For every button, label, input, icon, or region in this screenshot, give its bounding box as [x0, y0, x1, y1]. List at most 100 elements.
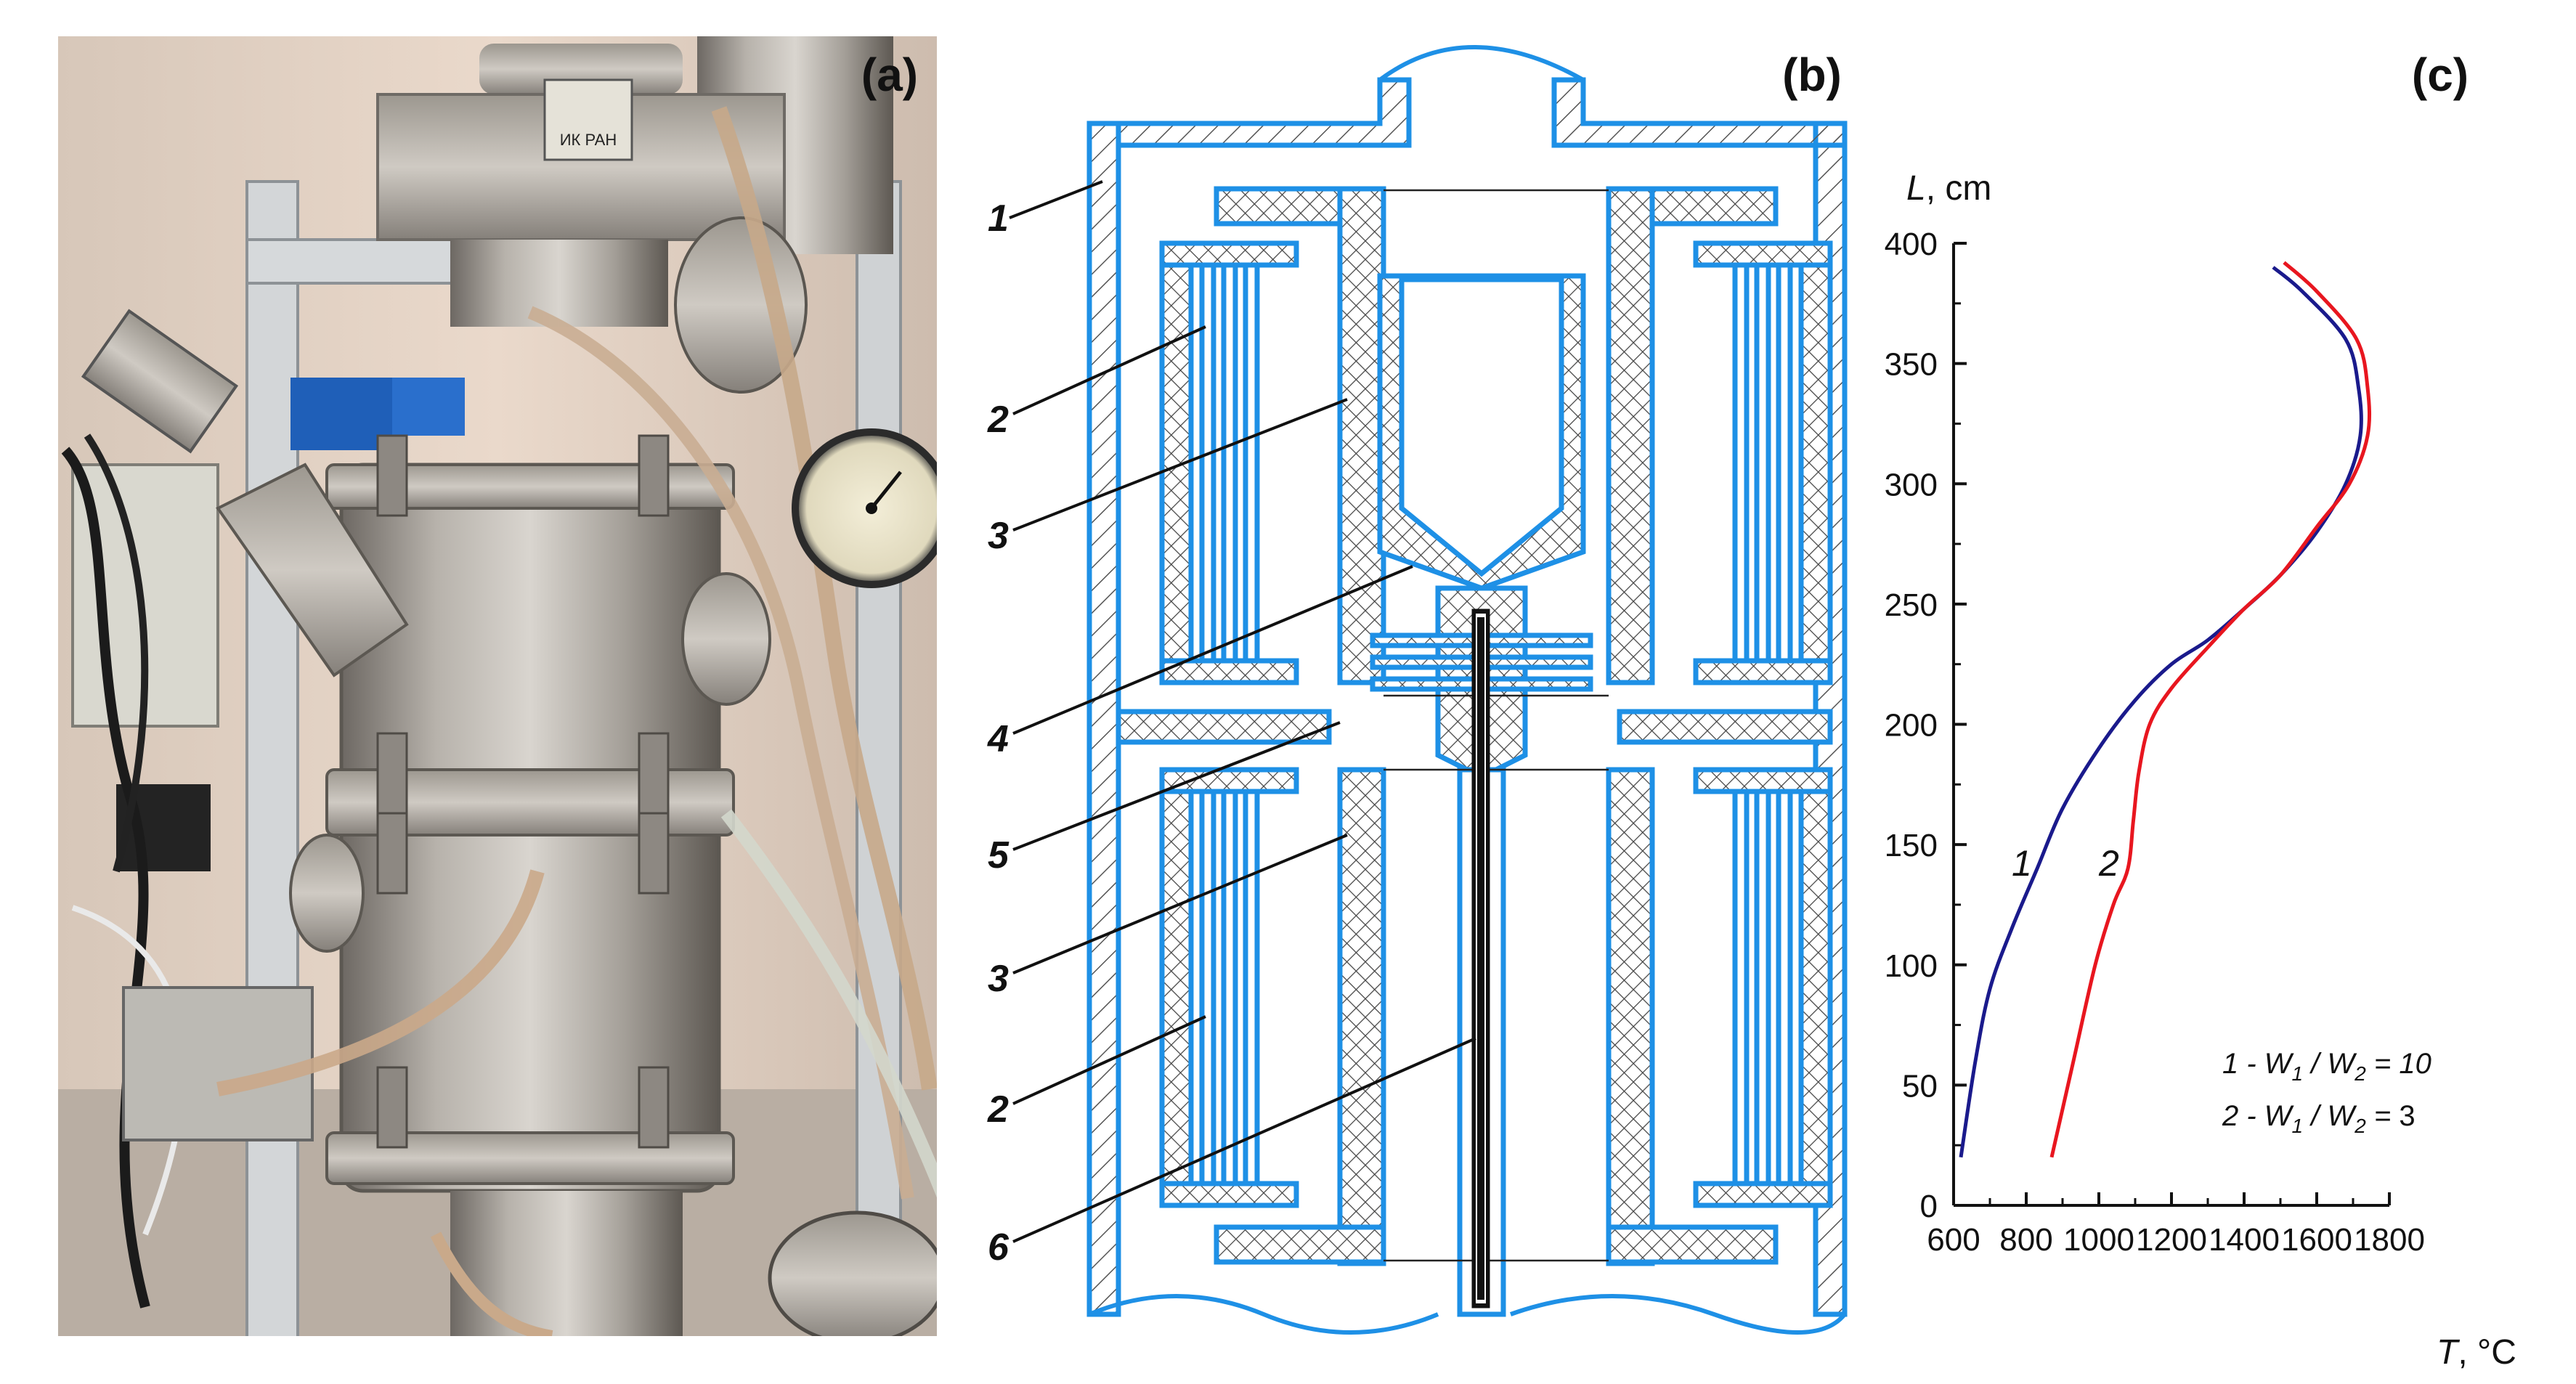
heater-element [1754, 262, 1771, 664]
heater-cap [1693, 658, 1833, 685]
callout-2b: 2 [987, 1088, 1009, 1131]
x-tick-label: 1200 [2136, 1222, 2207, 1258]
clamps [376, 434, 670, 1149]
heater-cap [1159, 767, 1299, 794]
plate-text: ИК РАН [560, 131, 617, 149]
panel-a-label: (a) [861, 49, 918, 101]
callout-2: 2 [987, 399, 1009, 441]
casing-wall-left [1086, 121, 1121, 1317]
callout-5: 5 [988, 834, 1009, 876]
break-line-bottom [1088, 1294, 1439, 1335]
x-tick-label: 1000 [2063, 1222, 2134, 1258]
gauge-hub [866, 502, 877, 514]
legend-entry-1: 1 - W1 / W2 = 10 [2222, 1048, 2431, 1085]
schematic-body [1086, 45, 1848, 1335]
curve-label-1: 1 [2012, 843, 2032, 884]
break-line-bottom [1509, 1294, 1847, 1335]
y-axis-var: L [1906, 169, 1926, 208]
callout-6: 6 [988, 1226, 1009, 1269]
angled-port [216, 463, 409, 677]
heat-shield-bottom [1214, 1224, 1386, 1265]
hose [216, 869, 545, 1096]
callout-numbers: 1 2 3 4 5 3 2 6 [987, 198, 1009, 1269]
callout-3b: 3 [988, 958, 1009, 1000]
frame-beam [245, 238, 466, 285]
x-axis-var: T [2437, 1333, 2461, 1372]
heater-2-upper-right [1798, 240, 1833, 685]
series-line-2 [2049, 261, 2372, 1158]
callout-1: 1 [988, 198, 1009, 240]
heater-element [1243, 789, 1260, 1186]
y-tick-label: 200 [1885, 708, 1938, 744]
heater-element [1732, 789, 1750, 1186]
legend-entry-2: 2 - W1 / W2 = 3 [2222, 1100, 2415, 1137]
thermocouple-wire [1477, 617, 1484, 1300]
heater-element [1221, 262, 1238, 664]
casing-top-left [1089, 77, 1412, 148]
x-tick-label: 1800 [2354, 1222, 2425, 1258]
curve-label-2: 2 [2098, 843, 2119, 884]
crucible-cavity [1399, 277, 1564, 577]
junction-box [122, 986, 314, 1141]
x-axis-unit: , °C [2458, 1333, 2516, 1372]
x-axis-label: T, °C [2437, 1333, 2516, 1372]
hose [720, 809, 951, 1201]
leader-lines [1009, 180, 1476, 1243]
break-line-top [1378, 45, 1585, 82]
heater-element [1732, 262, 1750, 664]
heater-element [1199, 789, 1216, 1186]
heater-element [1776, 262, 1793, 664]
furnace-photo: ИК РАН [0, 0, 959, 1384]
y-tick-label: 100 [1885, 948, 1938, 984]
bottom-neck [450, 1191, 683, 1336]
hose [430, 1232, 553, 1342]
heater-cap [1693, 240, 1833, 268]
y-tick-label: 50 [1902, 1068, 1938, 1104]
panel-b-schematic: 1 2 3 4 5 3 2 6 (b) [959, 0, 1881, 1384]
panel-b-label: (b) [1782, 49, 1842, 101]
blue-clamp [392, 378, 465, 436]
x-tick-label: 1600 [2281, 1222, 2352, 1258]
temperature-profile-chart: (c) L, cm T, °C 050100150200250300350400… [1885, 49, 2516, 1372]
y-axis-unit: , cm [1926, 169, 1992, 208]
callout-4: 4 [987, 718, 1009, 760]
y-tick-label: 300 [1885, 467, 1938, 502]
callout-3: 3 [988, 515, 1009, 557]
y-tick-label: 250 [1885, 587, 1938, 623]
side-port-upper [674, 216, 808, 394]
heater-element [1221, 789, 1238, 1186]
heater-element [1776, 789, 1793, 1186]
heat-shield-bottom [1606, 1224, 1779, 1265]
heater-element [1243, 262, 1260, 664]
valve [81, 309, 239, 454]
x-tick-label: 800 [1999, 1222, 2052, 1258]
heater-element [1754, 789, 1771, 1186]
hose [711, 106, 938, 1091]
series-line-1 [1959, 266, 2363, 1158]
vessel-flange [325, 768, 735, 836]
heater-cap [1159, 1181, 1299, 1208]
x-tick-label: 600 [1927, 1222, 1980, 1258]
diaphragm-5-right [1617, 709, 1833, 745]
panel-a-photo: ИК РАН [0, 0, 959, 1384]
heater-2-lower-left [1159, 767, 1194, 1208]
heater-element [1199, 262, 1216, 664]
y-tick-label: 400 [1885, 227, 1938, 262]
thin-lines [1384, 189, 1609, 1262]
frame-post-left [245, 180, 299, 1345]
heater-cap [1693, 1181, 1833, 1208]
insulation-3-lower-right [1606, 767, 1655, 1266]
vessel-flange [325, 1131, 735, 1185]
insulation-3-lower-left [1337, 767, 1386, 1266]
vessel-flange [325, 463, 735, 510]
series-lines [1959, 261, 2372, 1158]
cable [84, 433, 149, 873]
x-tick-label: 1400 [2209, 1222, 2280, 1258]
furnace-schematic: 1 2 3 4 5 3 2 6 (b) [987, 45, 1848, 1335]
y-tick-label: 350 [1885, 347, 1938, 383]
insulation-3-upper-right [1606, 186, 1655, 685]
upper-neck [450, 240, 668, 327]
legend: 1 - W1 / W2 = 10 2 - W1 / W2 = 3 [2222, 1048, 2431, 1137]
